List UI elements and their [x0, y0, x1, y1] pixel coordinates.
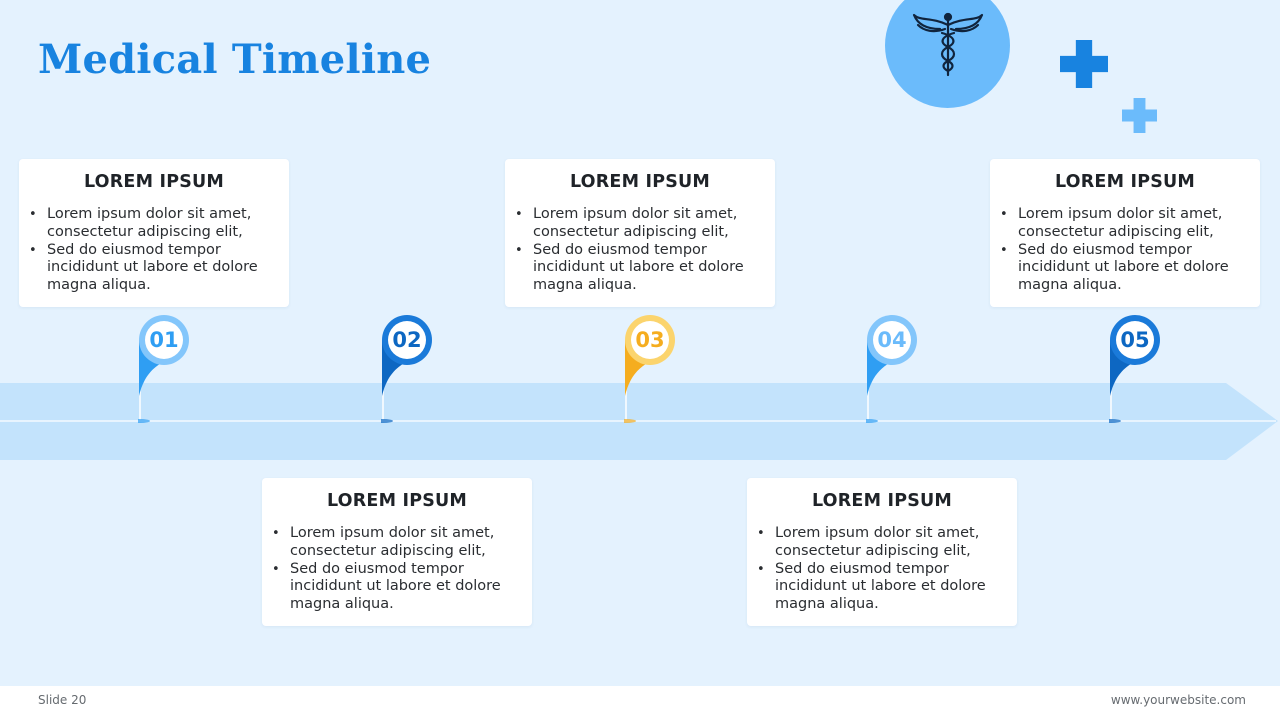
card-bullet: Sed do eiusmod tempor incididunt ut labo… [1000, 242, 1260, 295]
card-title: LOREM IPSUM [811, 491, 953, 511]
milestone-pin: 03 [624, 314, 684, 424]
pin-base [138, 419, 150, 423]
timeline-card-4: LOREM IPSUM Lorem ipsum dolor sit amet, … [747, 478, 1017, 626]
pin-inner [1116, 321, 1154, 359]
card-bullets: Lorem ipsum dolor sit amet, consectetur … [505, 206, 775, 295]
timeline-card-3: LOREM IPSUM Lorem ipsum dolor sit amet, … [505, 159, 775, 307]
milestone-number: 02 [392, 328, 422, 352]
pin-inner [388, 321, 426, 359]
milestone-pin: 01 [138, 314, 198, 424]
pin-inner [873, 321, 911, 359]
milestone-pin: 05 [1109, 314, 1169, 424]
medical-badge [885, 0, 1010, 108]
pin-base [866, 419, 878, 423]
card-bullets: Lorem ipsum dolor sit amet, consectetur … [990, 206, 1260, 295]
card-title: LOREM IPSUM [1054, 172, 1196, 192]
slide-title: Medical Timeline [38, 36, 432, 83]
card-title: LOREM IPSUM [83, 172, 225, 192]
milestone-number: 04 [877, 328, 907, 352]
card-bullet: Sed do eiusmod tempor incididunt ut labo… [515, 242, 775, 295]
card-bullet: Lorem ipsum dolor sit amet, consectetur … [29, 206, 289, 242]
footer-bar: Slide 20 www.yourwebsite.com [0, 686, 1280, 720]
timeline-card-1: LOREM IPSUM Lorem ipsum dolor sit amet, … [19, 159, 289, 307]
plus-cross-icon [1122, 98, 1157, 133]
card-bullets: Lorem ipsum dolor sit amet, consectetur … [747, 525, 1017, 614]
milestone-number: 01 [149, 328, 179, 352]
card-title: LOREM IPSUM [326, 491, 468, 511]
milestone-pin: 02 [381, 314, 441, 424]
pin-inner [145, 321, 183, 359]
card-bullet: Sed do eiusmod tempor incididunt ut labo… [29, 242, 289, 295]
milestone-number: 05 [1120, 328, 1150, 352]
pin-base [381, 419, 393, 423]
card-bullet: Lorem ipsum dolor sit amet, consectetur … [272, 525, 532, 561]
website-url: www.yourwebsite.com [1110, 693, 1246, 707]
card-bullets: Lorem ipsum dolor sit amet, consectetur … [19, 206, 289, 295]
card-bullet: Lorem ipsum dolor sit amet, consectetur … [757, 525, 1017, 561]
pin-inner [631, 321, 669, 359]
pin-base [1109, 419, 1121, 423]
milestone-number: 03 [635, 328, 665, 352]
card-bullet: Lorem ipsum dolor sit amet, consectetur … [1000, 206, 1260, 242]
plus-cross-icon [1060, 40, 1108, 88]
timeline-arrow [0, 383, 1278, 460]
timeline-card-2: LOREM IPSUM Lorem ipsum dolor sit amet, … [262, 478, 532, 626]
card-bullet: Sed do eiusmod tempor incididunt ut labo… [272, 561, 532, 614]
card-bullet: Lorem ipsum dolor sit amet, consectetur … [515, 206, 775, 242]
milestone-pin: 04 [866, 314, 926, 424]
caduceus-icon [912, 12, 984, 77]
card-title: LOREM IPSUM [569, 172, 711, 192]
pin-base [624, 419, 636, 423]
timeline-card-5: LOREM IPSUM Lorem ipsum dolor sit amet, … [990, 159, 1260, 307]
card-bullets: Lorem ipsum dolor sit amet, consectetur … [262, 525, 532, 614]
slide-number: Slide 20 [38, 693, 87, 707]
card-bullet: Sed do eiusmod tempor incididunt ut labo… [757, 561, 1017, 614]
